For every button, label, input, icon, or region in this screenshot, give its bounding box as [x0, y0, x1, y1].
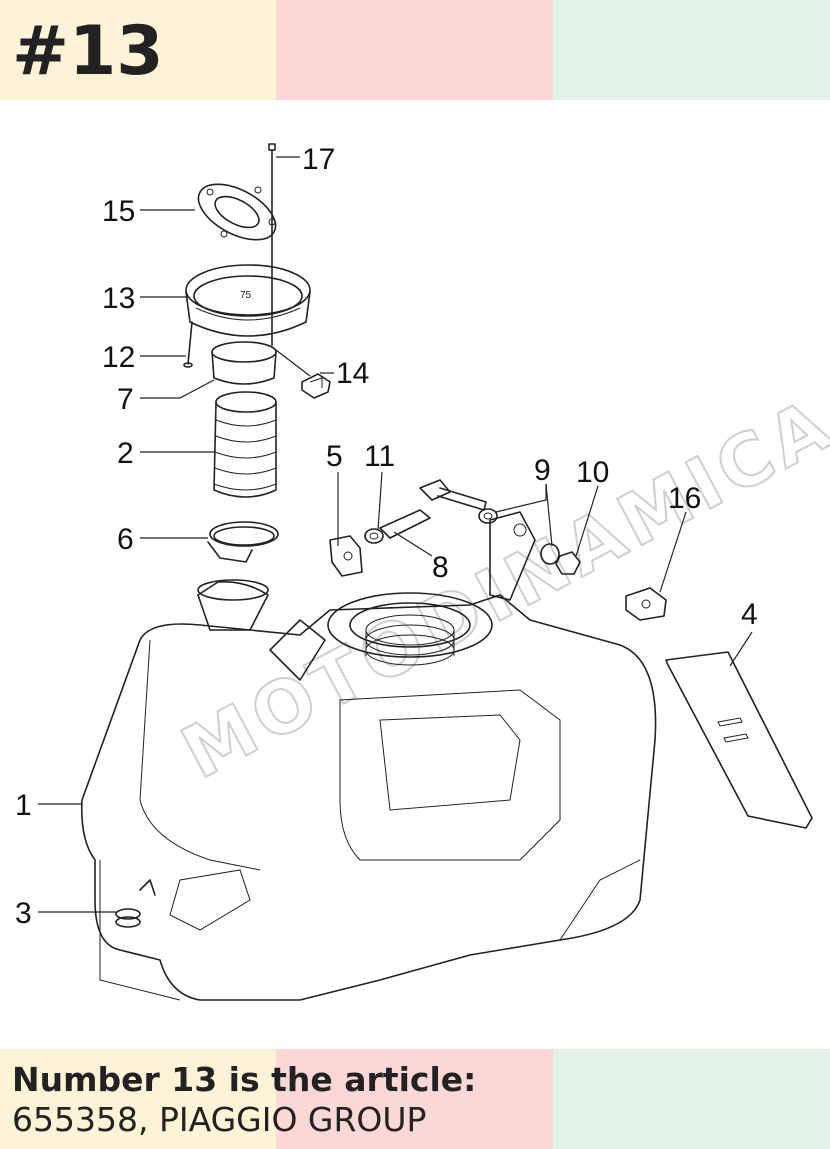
callout-16: 16 — [668, 482, 701, 515]
part-6-clamp — [207, 521, 279, 563]
callout-4: 4 — [741, 598, 758, 631]
footer-band-yellow — [0, 1049, 276, 1149]
part-11-washer — [364, 528, 384, 544]
callout-8: 8 — [432, 551, 449, 584]
callout-6: 6 — [117, 523, 134, 556]
part-5-clip — [329, 535, 363, 577]
callout-14: 14 — [336, 357, 369, 390]
callout-1: 1 — [15, 789, 32, 822]
callout-15: 15 — [102, 195, 135, 228]
callout-5: 5 — [326, 440, 343, 473]
callout-10: 10 — [576, 456, 609, 489]
exploded-parts-diagram: MOTODINAMICA 75 — [15, 143, 830, 1001]
footer-band-green — [553, 1049, 830, 1149]
part-8-bolt — [379, 479, 487, 539]
callout-11: 11 — [364, 440, 395, 473]
part-number-title: #13 — [12, 12, 164, 91]
article-caption-line1: Number 13 is the article: — [12, 1060, 477, 1099]
part-9-washer — [478, 508, 560, 565]
callout-3: 3 — [15, 897, 32, 930]
callouts: 17 15 13 12 14 7 2 5 11 9 10 16 6 8 4 1 — [15, 143, 758, 930]
callout-13: 13 — [102, 282, 135, 315]
part-10-nut — [555, 551, 581, 575]
footer-band — [0, 1049, 830, 1149]
part-15-flange — [197, 183, 277, 241]
callout-9: 9 — [534, 454, 551, 487]
part-16-clip — [625, 587, 667, 621]
part-3-washer — [115, 908, 141, 928]
header-band-yellow — [0, 0, 276, 100]
callout-17: 17 — [302, 143, 335, 176]
part-13-housing: 75 — [185, 264, 311, 337]
callout-7: 7 — [117, 383, 134, 416]
part-14-clip — [301, 373, 331, 399]
part-2-bellow — [213, 391, 277, 498]
header-band — [0, 0, 830, 100]
callout-2: 2 — [117, 437, 134, 470]
article-caption-line2: 655358, PIAGGIO GROUP — [12, 1100, 427, 1139]
svg-text:75: 75 — [240, 290, 252, 301]
callout-12: 12 — [102, 341, 135, 374]
part-1-tank — [80, 511, 657, 1001]
part-12-screw — [183, 321, 193, 368]
footer-band-pink — [276, 1049, 553, 1149]
part-4-pad — [665, 651, 813, 829]
header-band-pink — [276, 0, 553, 100]
part-7-ring — [211, 341, 277, 385]
header-band-green — [553, 0, 830, 100]
